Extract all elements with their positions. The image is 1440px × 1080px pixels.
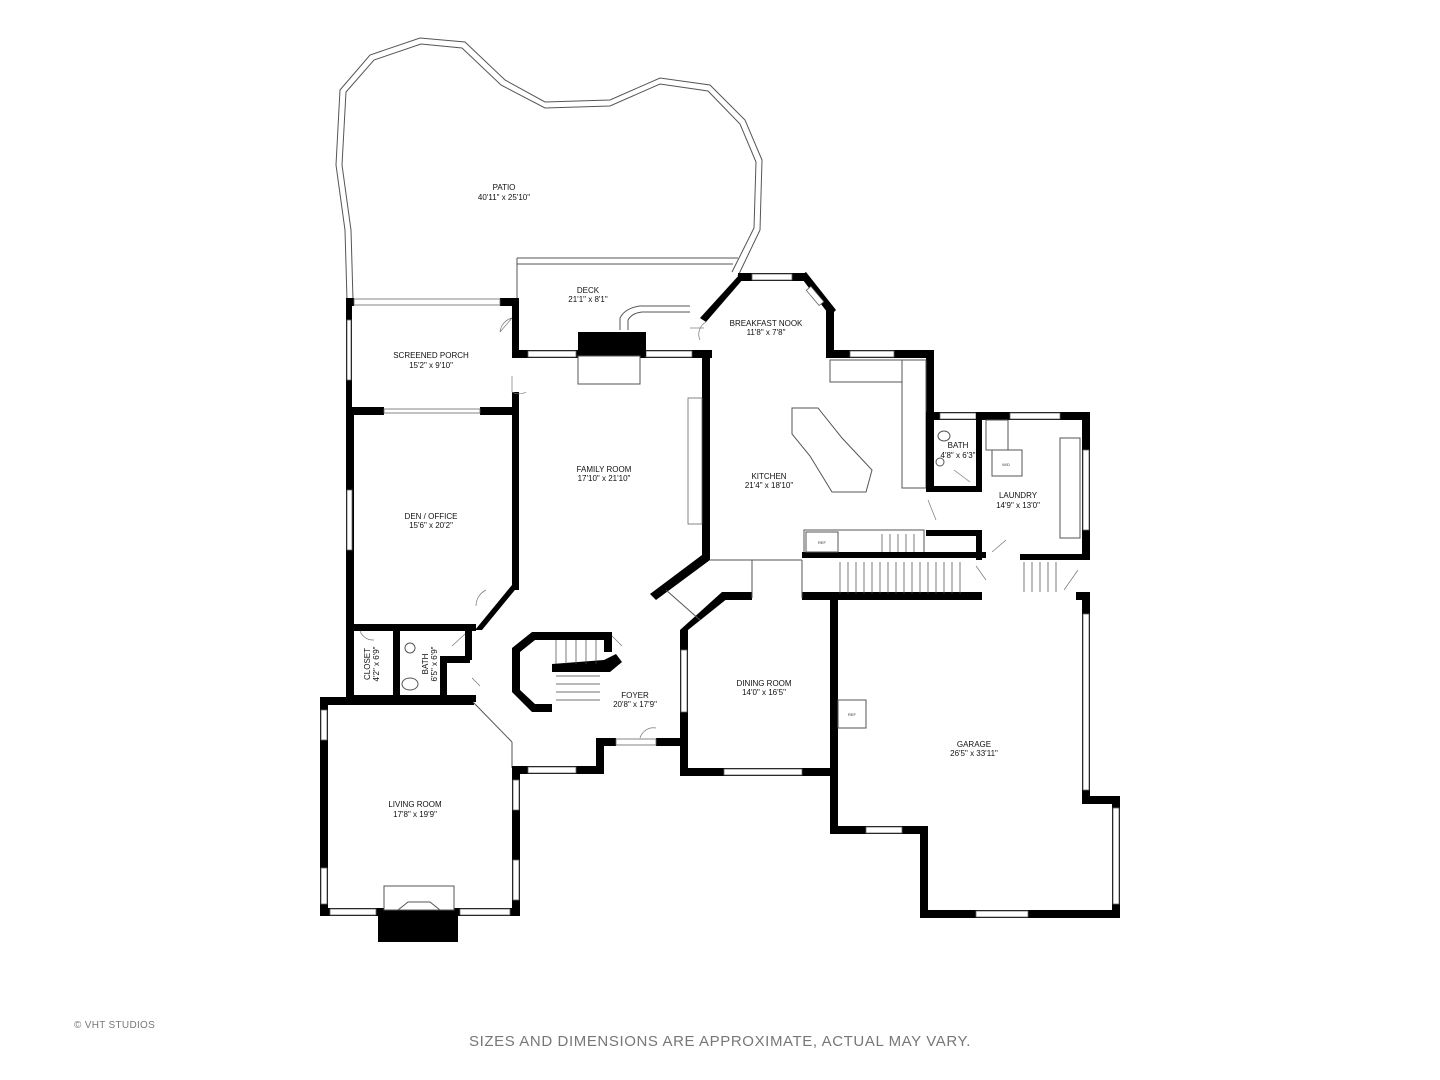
room-dining-room: DINING ROOM 14'0" x 16'5" [736, 679, 791, 697]
room-garage: GARAGE 26'5" x 33'11" [950, 740, 998, 758]
room-name: BATH [948, 441, 969, 450]
room-name: SCREENED PORCH [393, 351, 469, 360]
room-name: DINING ROOM [736, 679, 791, 688]
room-name: BATH [421, 653, 430, 674]
room-dims: 21'4" x 18'10" [745, 481, 793, 490]
room-dims: 17'8" x 19'9" [393, 810, 437, 819]
room-dims: 4'2" x 6'9" [372, 646, 381, 681]
stairs [555, 534, 1057, 701]
disclaimer-text: SIZES AND DIMENSIONS ARE APPROXIMATE, AC… [469, 1033, 971, 1050]
room-name: FOYER [621, 691, 649, 700]
fixtures: REF REF W/D [401, 430, 1010, 729]
room-bath-upper: BATH 4'8" x 6'3" [941, 441, 976, 460]
room-dims: 6'5" x 6'9" [430, 646, 439, 681]
room-dims: 15'2" x 9'10" [409, 361, 453, 370]
room-breakfast-nook: BREAKFAST NOOK 11'8" x 7'8" [730, 319, 803, 337]
laundry-wd-label: W/D [1002, 462, 1010, 467]
room-bath-lower: BATH 6'5" x 6'9" [421, 646, 439, 681]
room-name: KITCHEN [751, 472, 786, 481]
doors [359, 317, 1079, 739]
room-foyer: FOYER 20'8" x 17'9" [613, 691, 657, 709]
walls [320, 272, 1120, 942]
room-name: LIVING ROOM [388, 800, 442, 809]
room-name: PATIO [493, 183, 516, 192]
room-name: DECK [577, 286, 600, 295]
room-screened-porch: SCREENED PORCH 15'2" x 9'10" [393, 351, 469, 370]
room-name: FAMILY ROOM [577, 465, 632, 474]
room-laundry: LAUNDRY 14'9" x 13'0" [996, 491, 1040, 510]
room-family-room: FAMILY ROOM 17'10" x 21'10" [577, 465, 632, 483]
room-dims: 21'1" x 8'1" [568, 295, 608, 304]
room-name: BREAKFAST NOOK [730, 319, 803, 328]
room-deck: DECK 21'1" x 8'1" [568, 286, 608, 304]
room-labels: PATIO 40'11" x 25'10" DECK 21'1" x 8'1" … [363, 183, 1040, 819]
room-name: CLOSET [363, 648, 372, 680]
room-dims: 17'10" x 21'10" [578, 474, 631, 483]
room-dims: 15'6" x 20'2" [409, 521, 453, 530]
room-kitchen: KITCHEN 21'4" x 18'10" [745, 472, 793, 490]
room-dims: 26'5" x 33'11" [950, 749, 998, 758]
room-closet: CLOSET 4'2" x 6'9" [363, 646, 381, 681]
room-dims: 4'8" x 6'3" [941, 451, 976, 460]
patio-outline [335, 37, 763, 301]
room-name: LAUNDRY [999, 491, 1038, 500]
room-name: GARAGE [957, 740, 991, 749]
room-patio: PATIO 40'11" x 25'10" [478, 183, 530, 202]
room-dims: 14'0" x 16'5" [742, 688, 786, 697]
room-name: DEN / OFFICE [405, 512, 458, 521]
room-dims: 20'8" x 17'9" [613, 700, 657, 709]
room-living-room: LIVING ROOM 17'8" x 19'9" [388, 800, 442, 819]
room-dims: 11'8" x 7'8" [747, 328, 786, 337]
kitchen-ref-label: REF [818, 540, 827, 545]
garage-ref-label: REF [848, 712, 857, 717]
room-dims: 40'11" x 25'10" [478, 193, 530, 202]
copyright-text: © VHT STUDIOS [74, 1020, 156, 1031]
room-den-office: DEN / OFFICE 15'6" x 20'2" [405, 512, 458, 530]
room-dims: 14'9" x 13'0" [996, 501, 1040, 510]
